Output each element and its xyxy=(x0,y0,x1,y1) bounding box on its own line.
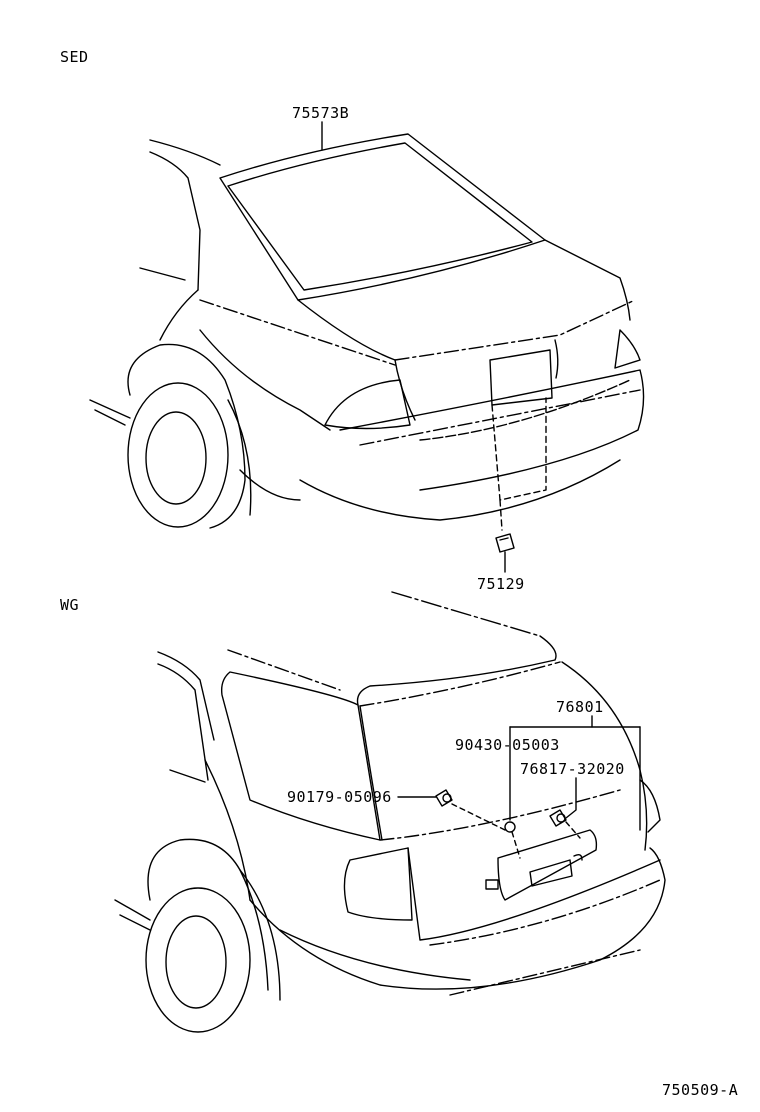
part-label-90430-05003: 90430-05003 xyxy=(455,736,560,754)
grommet-90179-05096-part xyxy=(435,789,453,807)
clip-75129-part xyxy=(495,533,515,573)
part-label-76817-32020: 76817-32020 xyxy=(520,760,625,778)
sedan-car-drawing xyxy=(89,133,645,531)
washer-90430-05003-part xyxy=(504,821,516,833)
wagon-car-drawing xyxy=(114,591,666,1033)
figure-id: 750509-A xyxy=(662,1081,739,1099)
part-label-75573B: 75573B xyxy=(292,104,350,122)
part-label-75129: 75129 xyxy=(477,575,525,593)
part-label-90179-05096: 90179-05096 xyxy=(287,788,392,806)
wagon-section-title: WG xyxy=(60,596,80,614)
screw-76817-32020-part xyxy=(549,809,567,827)
sedan-section-title: SED xyxy=(60,48,89,66)
part-label-76801: 76801 xyxy=(556,698,604,716)
